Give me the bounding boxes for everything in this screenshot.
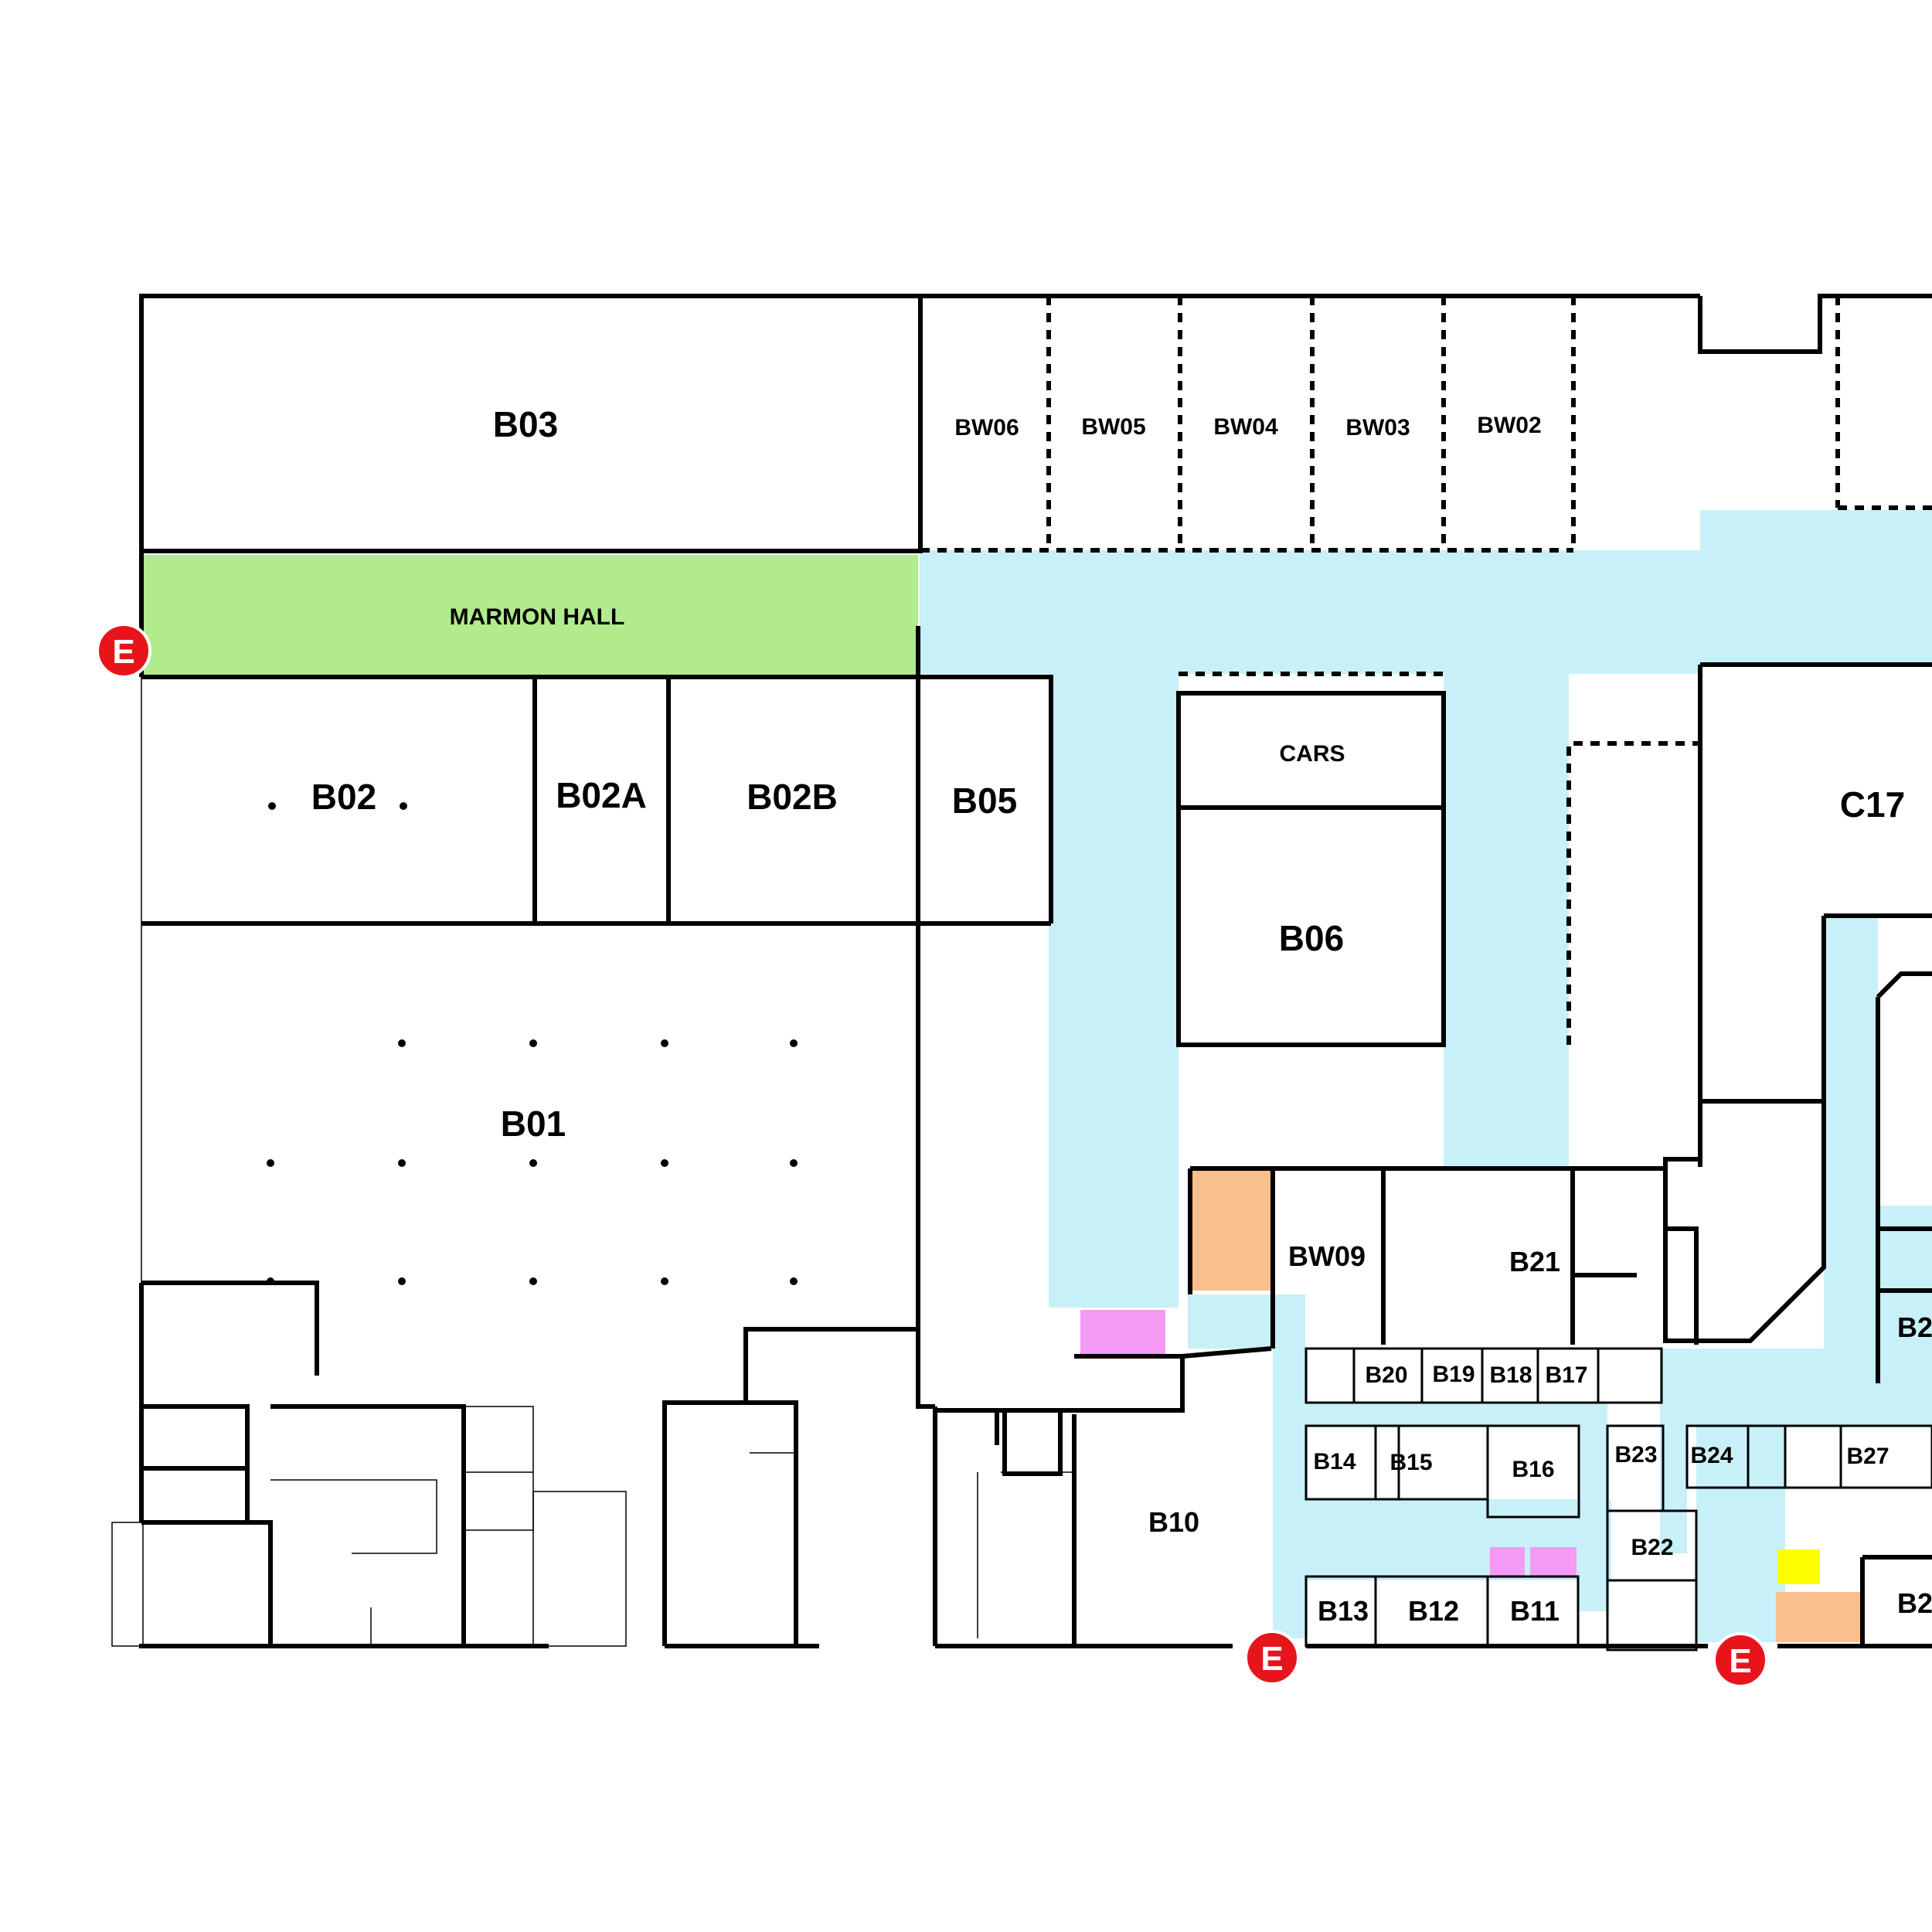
room-label-bw03: BW03 — [1345, 415, 1410, 440]
room-label-b27: B27 — [1846, 1444, 1889, 1469]
room-label-b02a: B02A — [556, 775, 647, 815]
corridor-right-vertical — [1824, 916, 1878, 1352]
room-label-cars: CARS — [1279, 741, 1345, 767]
room-label-b17: B17 — [1545, 1362, 1587, 1388]
room-label-bw05: BW05 — [1081, 414, 1145, 440]
corridor-b14-row — [1306, 1403, 1607, 1426]
exit-marker-west[interactable]: E — [96, 623, 151, 679]
room-labels: B03 BW06 BW05 BW04 BW03 BW02 MARMON HALL… — [311, 404, 1932, 1627]
room-label-b05: B05 — [952, 781, 1017, 821]
corridor-north-east — [1700, 510, 1932, 665]
restroom-west — [1080, 1310, 1165, 1356]
corridor-west-vertical — [1049, 674, 1179, 1308]
room-label-bw04: BW04 — [1213, 414, 1278, 440]
corridor-b16-east — [1578, 1426, 1609, 1611]
room-label-b2-lower: B2 — [1897, 1587, 1932, 1619]
corridor-south-east — [1660, 1349, 1932, 1426]
room-label-b20: B20 — [1365, 1362, 1407, 1388]
room-label-b21: B21 — [1509, 1246, 1560, 1277]
corridor-b10-east — [1273, 1349, 1308, 1638]
corridor-b24-row — [1660, 1426, 1687, 1553]
svg-text:E: E — [112, 633, 134, 671]
room-label-b18: B18 — [1489, 1362, 1532, 1388]
corridor-stair-landing — [1188, 1294, 1305, 1349]
room-label-b23: B23 — [1614, 1442, 1657, 1468]
room-label-bw06: BW06 — [954, 415, 1019, 440]
svg-text:E: E — [1729, 1642, 1751, 1680]
restroom-b11-b — [1530, 1547, 1577, 1578]
corridors — [920, 510, 1932, 1642]
walls — [111, 294, 1932, 1651]
room-label-b14: B14 — [1313, 1449, 1355, 1475]
room-label-marmon-hall: MARMON HALL — [450, 604, 625, 630]
stairwell-bw09 — [1190, 1171, 1271, 1291]
room-label-b12: B12 — [1408, 1595, 1459, 1627]
room-label-b02b: B02B — [747, 777, 838, 817]
stairwell-south-east — [1776, 1592, 1862, 1642]
room-label-b15: B15 — [1389, 1450, 1432, 1475]
room-label-b06: B06 — [1279, 918, 1344, 958]
restroom-b11-a — [1490, 1547, 1525, 1578]
corridor-center-vertical — [1444, 674, 1569, 1167]
room-label-b03: B03 — [493, 404, 558, 444]
room-label-b13: B13 — [1318, 1595, 1369, 1627]
room-label-c17: C17 — [1840, 784, 1905, 825]
corridor-north — [920, 550, 1700, 674]
room-label-bw02: BW02 — [1477, 413, 1541, 438]
room-label-b2-upper: B2 — [1897, 1311, 1932, 1343]
room-label-b10: B10 — [1148, 1506, 1199, 1538]
room-label-b11: B11 — [1510, 1595, 1560, 1627]
room-label-b16: B16 — [1512, 1457, 1554, 1482]
elevator — [1777, 1549, 1820, 1584]
marmon-hall-zone — [141, 555, 918, 677]
room-label-b01: B01 — [501, 1104, 566, 1144]
exit-marker-south-center[interactable]: E — [1244, 1630, 1300, 1685]
room-label-b19: B19 — [1432, 1362, 1475, 1387]
svg-text:E: E — [1260, 1640, 1283, 1678]
room-label-b02: B02 — [311, 777, 376, 817]
columns — [267, 802, 798, 1285]
room-label-bw09: BW09 — [1288, 1240, 1366, 1272]
corridor-elevator-hall — [1696, 1426, 1785, 1642]
exit-marker-south-east[interactable]: E — [1713, 1632, 1768, 1688]
room-label-b22: B22 — [1631, 1535, 1673, 1560]
room-label-b24: B24 — [1690, 1443, 1733, 1468]
